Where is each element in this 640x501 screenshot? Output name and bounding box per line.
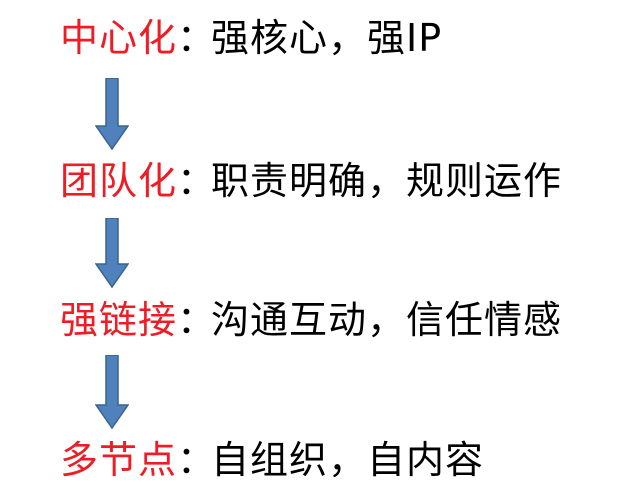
step-row-4: 多节点 ： 自组织，自内容 — [60, 434, 484, 486]
step-row-1: 中心化 ： 强核心，强IP — [60, 12, 442, 64]
step-3-description: 沟通互动，信任情感 — [211, 298, 563, 342]
step-4-description: 自组织，自内容 — [211, 438, 485, 482]
step-1-key: 中心化 — [60, 16, 178, 60]
down-arrow-icon — [95, 218, 129, 288]
step-4-separator: ： — [177, 438, 216, 482]
step-2-separator: ： — [177, 159, 216, 203]
step-3-key: 强链接 — [60, 298, 178, 342]
step-row-2: 团队化 ： 职责明确，规则运作 — [60, 155, 562, 207]
step-1-separator: ： — [177, 16, 216, 60]
step-2-description: 职责明确，规则运作 — [211, 159, 563, 203]
step-4-key: 多节点 — [60, 438, 178, 482]
step-1-description: 强核心，强IP — [211, 16, 443, 60]
down-arrow-icon — [95, 355, 129, 429]
down-arrow-icon — [95, 78, 129, 150]
step-row-3: 强链接 ： 沟通互动，信任情感 — [60, 294, 562, 346]
step-3-separator: ： — [177, 298, 216, 342]
step-2-key: 团队化 — [60, 159, 178, 203]
